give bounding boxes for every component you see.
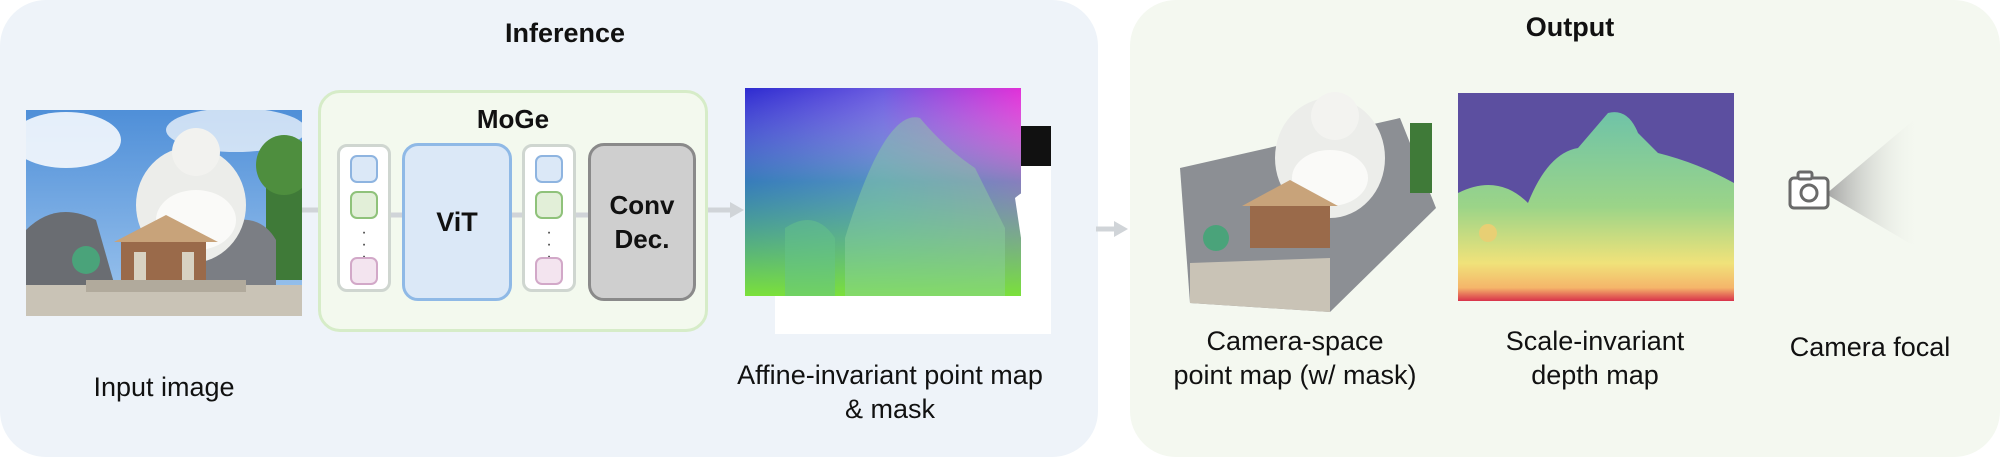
connector-tokens-conv: [576, 212, 590, 218]
conv-label-line1: Conv: [609, 190, 675, 220]
inference-title: Inference: [504, 18, 626, 48]
vit-block: ViT: [402, 143, 512, 301]
token-blue: [350, 155, 378, 183]
camera-space-caption-line1: Camera-space: [1206, 326, 1384, 356]
input-image-caption: Input image: [93, 372, 235, 402]
output-title: Output: [1525, 12, 1615, 42]
affine-caption-line1: Affine-invariant point map: [737, 360, 1043, 390]
scale-invariant-depth-map-image: [1458, 93, 1734, 301]
affine-caption-line2: & mask: [844, 394, 936, 424]
token-green: [535, 191, 563, 219]
camera-focal-caption: Camera focal: [1789, 332, 1951, 362]
affine-point-map-image: [745, 88, 1051, 334]
output-tokens: ···: [522, 144, 576, 292]
camera-space-point-map-image: [1180, 92, 1436, 312]
camera-focal-icon: [1788, 118, 1921, 250]
camera-space-caption-line2: point map (w/ mask): [1173, 360, 1417, 390]
ellipsis-icon: ···: [546, 224, 552, 265]
moge-title: MoGe: [476, 104, 550, 134]
token-blue: [535, 155, 563, 183]
input-tokens: ···: [337, 144, 391, 292]
arrow-moge-to-pointmap: [708, 202, 744, 218]
arrow-inference-to-output: [1096, 221, 1128, 237]
conv-label-line2: Dec.: [614, 224, 670, 254]
token-pink: [535, 257, 563, 285]
input-image: [26, 110, 302, 316]
conv-decoder-block: Conv Dec.: [588, 143, 696, 301]
token-pink: [350, 257, 378, 285]
vit-label: ViT: [436, 206, 478, 237]
ellipsis-icon: ···: [361, 224, 367, 265]
token-green: [350, 191, 378, 219]
scale-invariant-caption-line2: depth map: [1531, 360, 1659, 390]
scale-invariant-caption-line1: Scale-invariant: [1505, 326, 1685, 356]
